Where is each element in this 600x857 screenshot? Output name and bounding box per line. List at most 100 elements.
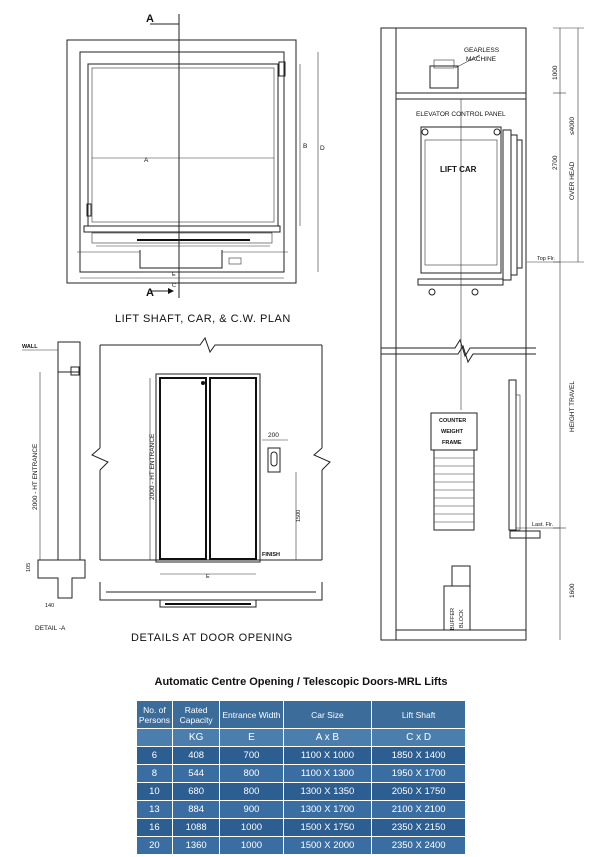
cw-bracket [278, 61, 286, 77]
unit-car-size: A x B [282, 728, 373, 747]
door-caption: DETAILS AT DOOR OPENING [131, 632, 293, 644]
section-arrow-top [150, 23, 180, 30]
table-header-row: No. of Persons Rated Capacity Entrance W… [136, 700, 466, 729]
landing-door [508, 379, 517, 531]
dim-overhead-limit: ≤4000 [569, 117, 576, 135]
counterweight-label: COUNTER [439, 418, 466, 424]
buffer-label-2: BLOCK [459, 609, 465, 628]
header-car-size: Car Size [282, 700, 373, 729]
cell-lift-shaft: 2050 X 1750 [371, 782, 466, 801]
detail-anchor [70, 366, 80, 376]
cell-entrance: 1000 [219, 818, 284, 837]
break-line-bottom [381, 344, 536, 364]
car-door-2 [510, 134, 518, 276]
car-sheaves [417, 128, 504, 296]
unit-capacity: KG [171, 728, 221, 747]
shaft-outer-wall [66, 39, 297, 284]
unit-entrance: E [219, 728, 284, 747]
cell-capacity: 884 [171, 800, 221, 819]
cell-lift-shaft: 2350 X 2150 [371, 818, 466, 837]
buffer-block [443, 585, 471, 631]
cell-persons: 10 [136, 782, 173, 801]
cell-lift-shaft: 1850 X 1400 [371, 746, 466, 765]
over-head-label: OVER HEAD [569, 161, 576, 200]
dim-105: 105 [26, 563, 32, 572]
table-row: 6 408 700 1100 X 1000 1850 X 1400 [136, 746, 466, 765]
table-row: 13 884 900 1300 X 1700 2100 X 2100 [136, 800, 466, 819]
detail-wall-top [57, 341, 81, 373]
entrance-opening [139, 250, 223, 269]
cell-capacity: 680 [171, 782, 221, 801]
plan-caption: LIFT SHAFT, CAR, & C.W. PLAN [115, 313, 291, 325]
cell-lift-shaft: 1950 X 1700 [371, 764, 466, 783]
top-floor-label: Top Flr. [537, 256, 556, 262]
detail-a: WALL 2000 - HT ENTRANCE 105 140 DETAIL -… [22, 341, 86, 632]
car-inner [91, 67, 275, 223]
break-line-top [381, 338, 536, 358]
counterweight-label-2: WEIGHT [441, 429, 464, 435]
machine-motor [433, 59, 455, 69]
cell-car-size: 1300 X 1700 [282, 800, 373, 819]
header-persons: No. of Persons [136, 700, 173, 729]
detail-a-caption: DETAIL -A [35, 625, 66, 632]
cell-car-size: 1500 X 2000 [282, 836, 373, 855]
table-row: 20 1360 1000 1500 X 2000 2350 X 2400 [136, 836, 466, 855]
door-wall-right-break [313, 447, 331, 471]
shaft-section-outer [380, 27, 527, 641]
unit-lift-shaft: C x D [371, 728, 466, 747]
cell-entrance: 800 [219, 764, 284, 783]
cell-persons: 20 [136, 836, 173, 855]
door-opening-detail: 2000 - HT ENTRANCE 200 1500 FINISH E DET… [91, 336, 331, 644]
counterweight-label-3: FRAME [442, 440, 462, 446]
cell-car-size: 1100 X 1300 [282, 764, 373, 783]
cell-persons: 8 [136, 764, 173, 783]
door-plan-left-wall [99, 582, 106, 601]
dim-b-label: B [303, 143, 307, 150]
cell-capacity: 1360 [171, 836, 221, 855]
cell-entrance: 1000 [219, 836, 284, 855]
door-entrance-height: 2000 - HT ENTRANCE [149, 433, 156, 500]
buffer-label: BUFFER [450, 608, 456, 630]
dim-1500: 1500 [296, 510, 302, 522]
cell-capacity: 408 [171, 746, 221, 765]
lift-car-label: LIFT CAR [440, 165, 477, 174]
cell-car-size: 1300 X 1350 [282, 782, 373, 801]
dim-1600: 1600 [569, 583, 576, 598]
dim-200: 200 [268, 432, 279, 439]
gearless-machine [429, 65, 459, 89]
last-floor-label: Last. Flr. [532, 522, 554, 528]
cell-entrance: 900 [219, 800, 284, 819]
counterweight-blocks [434, 457, 474, 523]
door-wall-top [100, 336, 322, 354]
door-leaf-right [209, 377, 257, 560]
gearless-machine-label: GEARLESS [464, 47, 500, 54]
header-capacity: Rated Capacity [171, 700, 221, 729]
height-travel-label: HEIGHT TRAVEL [569, 381, 576, 432]
cell-persons: 16 [136, 818, 173, 837]
car-handle [86, 203, 92, 217]
dim-d-label: D [320, 145, 325, 152]
shaft-elevation: GEARLESS MACHINE ELEVATOR CONTROL PANEL … [380, 27, 584, 641]
table-units-row: KG E A x B C x D [136, 728, 466, 747]
dim-140: 140 [45, 603, 54, 609]
call-button-panel [267, 447, 281, 473]
cell-persons: 6 [136, 746, 173, 765]
cell-entrance: 700 [219, 746, 284, 765]
gearless-machine-label-2: MACHINE [466, 56, 497, 63]
finish-label: FINISH [262, 552, 280, 558]
door-plan-right-wall [316, 582, 323, 601]
car-sill [83, 225, 281, 233]
cell-car-size: 1500 X 1750 [282, 818, 373, 837]
car-door-1 [502, 129, 512, 281]
cell-lift-shaft: 2100 X 2100 [371, 800, 466, 819]
section-label-top: A [146, 13, 154, 25]
cell-persons: 13 [136, 800, 173, 819]
wall-label: WALL [22, 344, 38, 350]
door-frame [155, 373, 261, 563]
dim-2700: 2700 [552, 155, 559, 170]
spec-table: No. of Persons Rated Capacity Entrance W… [136, 700, 466, 855]
technical-drawing: A A A B D E C LIFT SHAFT, CAR, & C.W. PL… [22, 13, 584, 644]
dim-c-label: C [172, 283, 176, 289]
header-entrance: Entrance Width [219, 700, 284, 729]
call-button-plan [228, 257, 242, 265]
